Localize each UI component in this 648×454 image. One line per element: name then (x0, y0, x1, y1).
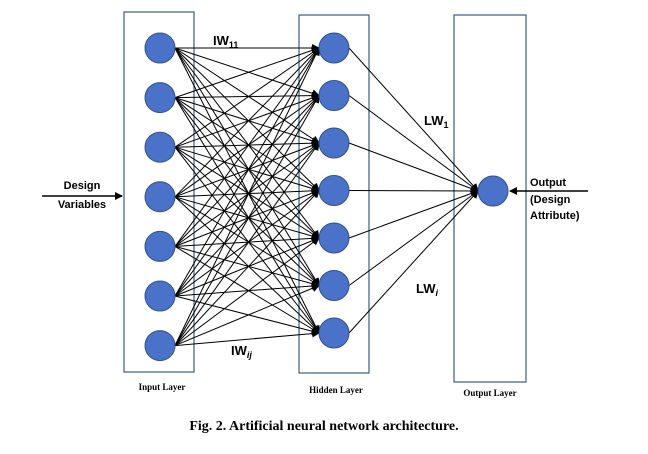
edge-input-7-hidden-4 (174, 189, 320, 346)
connections (174, 44, 479, 347)
hidden-node-4 (318, 175, 350, 206)
edge-input-7-hidden-1 (174, 47, 320, 346)
weight-lwi-sub: i (436, 288, 439, 298)
edge-input-5-hidden-4 (174, 189, 320, 247)
edge-input-5-hidden-7 (174, 245, 320, 334)
hidden-node-7 (318, 317, 350, 349)
input-node-2 (144, 82, 176, 114)
hidden-layer-box (298, 14, 370, 374)
hidden-node-5 (318, 222, 350, 254)
edge-input-7-hidden-3 (174, 142, 320, 346)
edge-input-7-hidden-2 (174, 94, 320, 346)
edge-input-3-hidden-3 (174, 139, 320, 148)
edge-hidden-6-output-1 (348, 190, 479, 286)
edge-input-1-hidden-2 (174, 47, 320, 98)
edge-input-2-hidden-7 (174, 97, 320, 334)
edge-hidden-7-output-1 (348, 190, 479, 334)
edge-input-1-hidden-4 (174, 47, 320, 192)
weight-iwij-base: IW (231, 343, 248, 358)
weight-lwi-base: LW (416, 281, 436, 296)
edge-input-5-hidden-3 (174, 142, 320, 247)
edge-input-3-hidden-1 (174, 47, 320, 148)
edge-input-4-hidden-6 (174, 196, 320, 287)
weight-lw1-sub: 1 (444, 120, 449, 130)
input-layer-box (123, 11, 195, 373)
weight-iw11-sub: 11 (229, 40, 239, 50)
edge-input-1-hidden-3 (174, 47, 320, 144)
edge-input-5-hidden-5 (174, 234, 320, 247)
edge-input-1-hidden-6 (174, 47, 320, 287)
input-node-5 (144, 230, 176, 262)
edge-input-5-hidden-2 (174, 94, 320, 247)
edge-hidden-3-output-1 (348, 142, 479, 193)
neurons (144, 32, 509, 362)
weight-lw1-base: LW (424, 113, 444, 128)
input-layer-label: Input Layer (139, 382, 186, 392)
output-layer-box (453, 14, 527, 383)
edge-input-3-hidden-6 (174, 146, 320, 287)
input-label-line1: Design (64, 180, 101, 192)
output-label-line2: (Design (530, 194, 571, 206)
edge-hidden-4-output-1 (348, 186, 479, 195)
edge-input-7-hidden-5 (174, 237, 320, 347)
hidden-node-2 (318, 80, 350, 111)
hidden-layer-label: Hidden Layer (309, 385, 363, 395)
edge-input-6-hidden-4 (174, 189, 320, 297)
output-label-line1: Output (530, 177, 566, 189)
edge-input-2-hidden-5 (174, 97, 320, 239)
edge-input-3-hidden-4 (174, 146, 320, 193)
hidden-node-3 (318, 127, 350, 159)
weight-iw11-base: IW (213, 33, 230, 48)
edge-input-2-hidden-6 (174, 97, 320, 287)
weight-iwij: IWij (231, 343, 252, 360)
input-node-3 (144, 131, 176, 163)
edge-input-6-hidden-6 (174, 282, 320, 297)
weight-lw1: LW1 (424, 113, 449, 130)
edge-input-2-hidden-1 (174, 46, 320, 99)
edge-input-4-hidden-5 (174, 196, 320, 240)
edge-input-7-hidden-6 (174, 284, 320, 347)
edge-hidden-2-output-1 (348, 95, 479, 192)
edge-input-2-hidden-2 (174, 91, 320, 100)
edge-input-5-hidden-6 (174, 245, 320, 288)
edge-input-3-hidden-7 (174, 146, 320, 334)
weight-iw11: IW11 (213, 33, 238, 50)
edge-hidden-5-output-1 (348, 189, 479, 239)
edge-input-3-hidden-5 (174, 146, 320, 239)
edge-input-2-hidden-3 (174, 97, 320, 145)
edge-input-4-hidden-7 (174, 196, 320, 334)
edge-input-6-hidden-7 (174, 295, 320, 336)
edge-input-4-hidden-1 (174, 47, 320, 198)
input-node-7 (144, 330, 176, 362)
input-label-line2: Variables (58, 199, 106, 211)
output-layer-label: Output Layer (463, 388, 516, 398)
edge-input-7-hidden-7 (174, 329, 320, 347)
edge-input-1-hidden-5 (174, 47, 320, 239)
figure-caption: Fig. 2. Artificial neural network archit… (189, 419, 458, 434)
edge-input-4-hidden-2 (174, 94, 320, 198)
edge-input-4-hidden-4 (174, 186, 320, 198)
edge-input-6-hidden-1 (174, 47, 320, 297)
edge-input-1-hidden-7 (174, 47, 320, 334)
output-node-1 (477, 175, 509, 207)
input-node-4 (144, 181, 176, 213)
input-node-1 (144, 32, 176, 64)
edge-input-3-hidden-2 (174, 94, 320, 148)
input-node-6 (144, 280, 176, 312)
hidden-node-1 (318, 32, 350, 64)
edge-input-6-hidden-5 (174, 236, 320, 297)
edge-input-6-hidden-3 (174, 142, 320, 297)
edge-hidden-1-output-1 (348, 47, 479, 192)
edge-input-4-hidden-3 (174, 141, 320, 198)
edge-input-2-hidden-4 (174, 97, 320, 192)
edge-input-5-hidden-1 (174, 47, 320, 247)
hidden-node-6 (318, 270, 350, 301)
weight-iwij-sub: ij (247, 350, 253, 360)
weight-lwi: LWi (416, 281, 439, 298)
output-label-line3: Attribute) (530, 210, 580, 222)
